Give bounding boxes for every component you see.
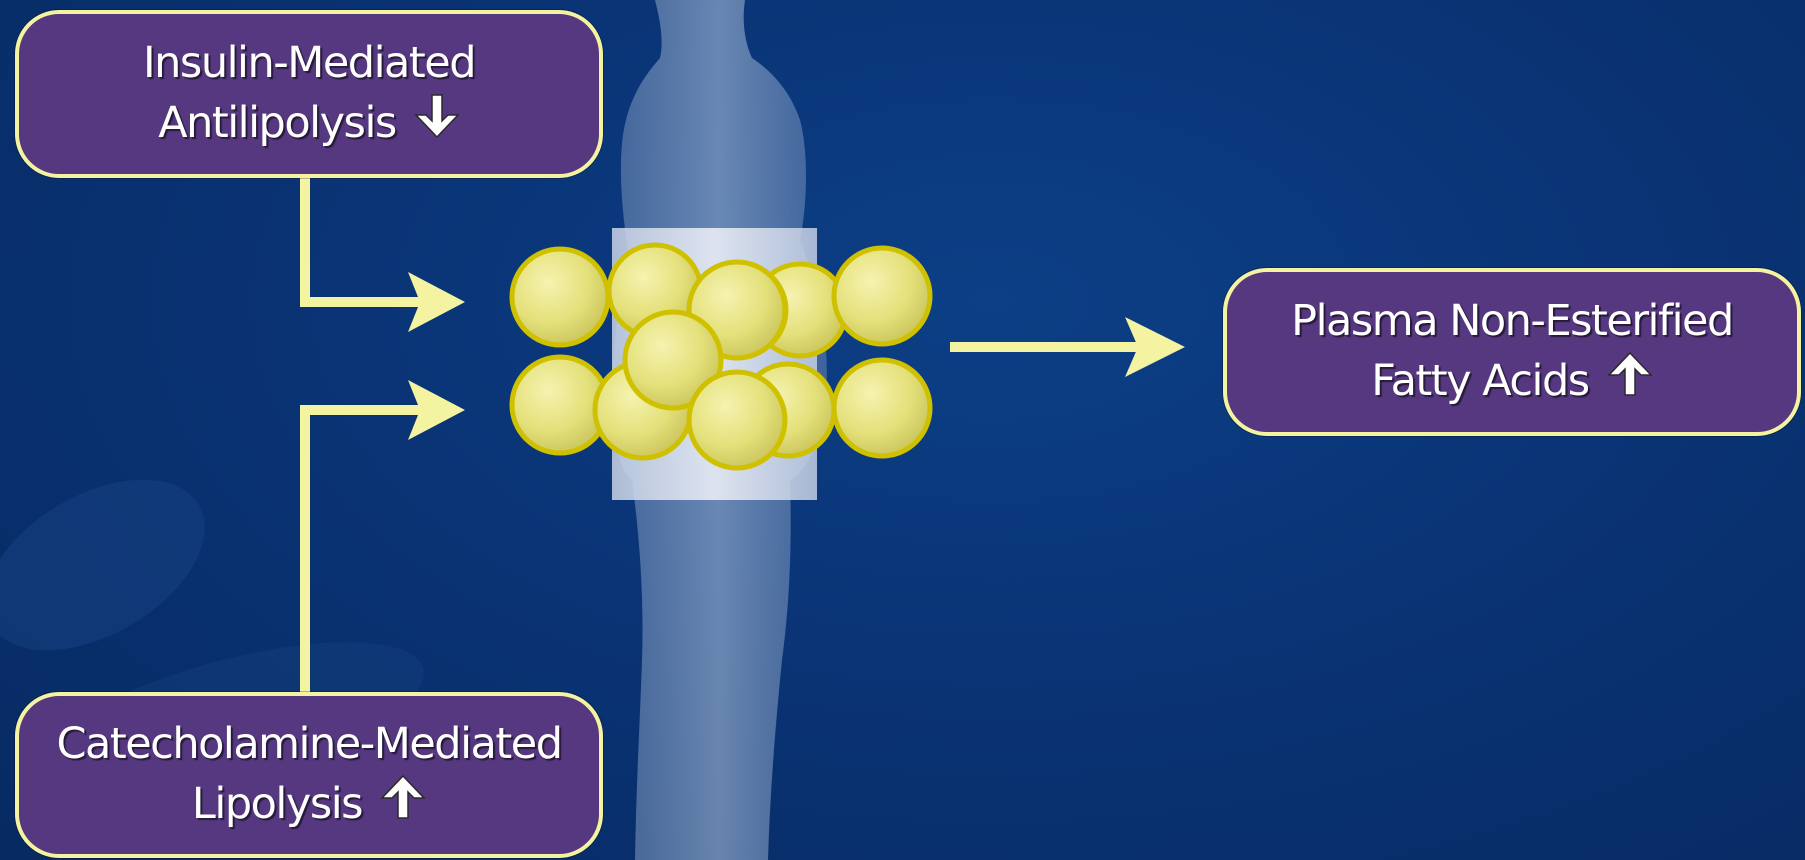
arrow-up-icon xyxy=(380,774,426,835)
fat-cell-cluster xyxy=(512,245,930,468)
background-swirl xyxy=(0,444,234,685)
catecholamine-lipolysis-box: Catecholamine-Mediated Lipolysis xyxy=(15,692,603,858)
box-label-line1: Insulin-Mediated xyxy=(143,34,475,92)
fat-cell xyxy=(512,249,608,345)
fat-cell xyxy=(834,248,930,344)
arrow-down-icon xyxy=(414,93,460,154)
insulin-antilipolysis-box: Insulin-Mediated Antilipolysis xyxy=(15,10,603,178)
box-label-line1: Plasma Non-Esterified xyxy=(1291,292,1733,350)
arrow-up-icon xyxy=(1607,351,1653,412)
box-label-line1: Catecholamine-Mediated xyxy=(56,715,561,773)
box-label-line2: Antilipolysis xyxy=(158,94,396,152)
box-label-line2: Fatty Acids xyxy=(1371,352,1588,410)
fat-cell xyxy=(834,360,930,456)
plasma-nefa-box: Plasma Non-Esterified Fatty Acids xyxy=(1223,268,1801,436)
fat-cell xyxy=(689,372,785,468)
box-label-line2: Lipolysis xyxy=(192,775,362,833)
